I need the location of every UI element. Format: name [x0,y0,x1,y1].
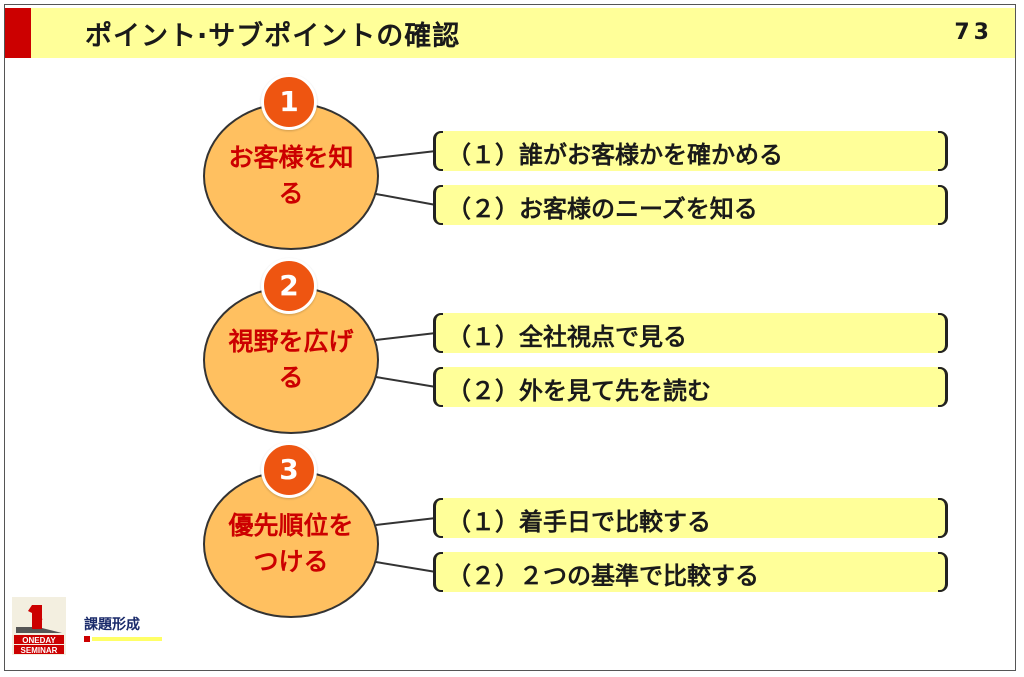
oneday-seminar-logo-icon: 1 ONEDAY SEMINAR [12,597,66,655]
connector-line [375,150,437,159]
subpoint-box: （１）誰がお客様かを確かめる [433,131,948,171]
slide-title: ポイント·サブポイントの確認 [85,21,461,52]
point-label: 優先順位をつける [228,511,354,576]
subpoint-box: （２）２つの基準で比較する [433,552,948,592]
page-number: 73 [954,20,993,45]
point-circle-3: 優先順位をつける [203,470,379,618]
logo-text-top: 1 [35,608,42,623]
subpoint-text: （２）お客様のニーズを知る [447,195,758,223]
point-label: 視野を広げる [228,327,354,392]
subpoint-box: （２）外を見て先を読む [433,367,948,407]
connector-line [375,332,437,341]
connector-line [375,517,437,526]
logo-text-mid: ONEDAY [22,636,56,645]
point-label: お客様を知る [228,143,354,208]
logo-text-bottom: SEMINAR [21,646,58,655]
point-number-badge-2: 2 [261,258,317,314]
subpoint-box: （１）着手日で比較する [433,498,948,538]
subpoint-text: （１）誰がお客様かを確かめる [447,141,783,169]
connector-line [375,561,437,573]
subpoint-text: （２）２つの基準で比較する [447,562,759,590]
footer-bar [92,637,162,641]
subpoint-box: （１）全社視点で見る [433,313,948,353]
slide-header: ポイント·サブポイントの確認 73 [5,8,1015,58]
footer-marker [84,636,90,642]
footer-course-label: 課題形成 [84,617,140,633]
subpoint-box: （２）お客様のニーズを知る [433,185,948,225]
header-accent-bar [5,8,31,58]
connector-line [375,193,437,206]
subpoint-text: （２）外を見て先を読む [447,377,711,405]
point-number-badge-3: 3 [261,442,317,498]
subpoint-text: （１）全社視点で見る [447,323,687,351]
subpoint-text: （１）着手日で比較する [447,508,711,536]
connector-line [375,376,437,388]
point-number-badge-1: 1 [261,74,317,130]
